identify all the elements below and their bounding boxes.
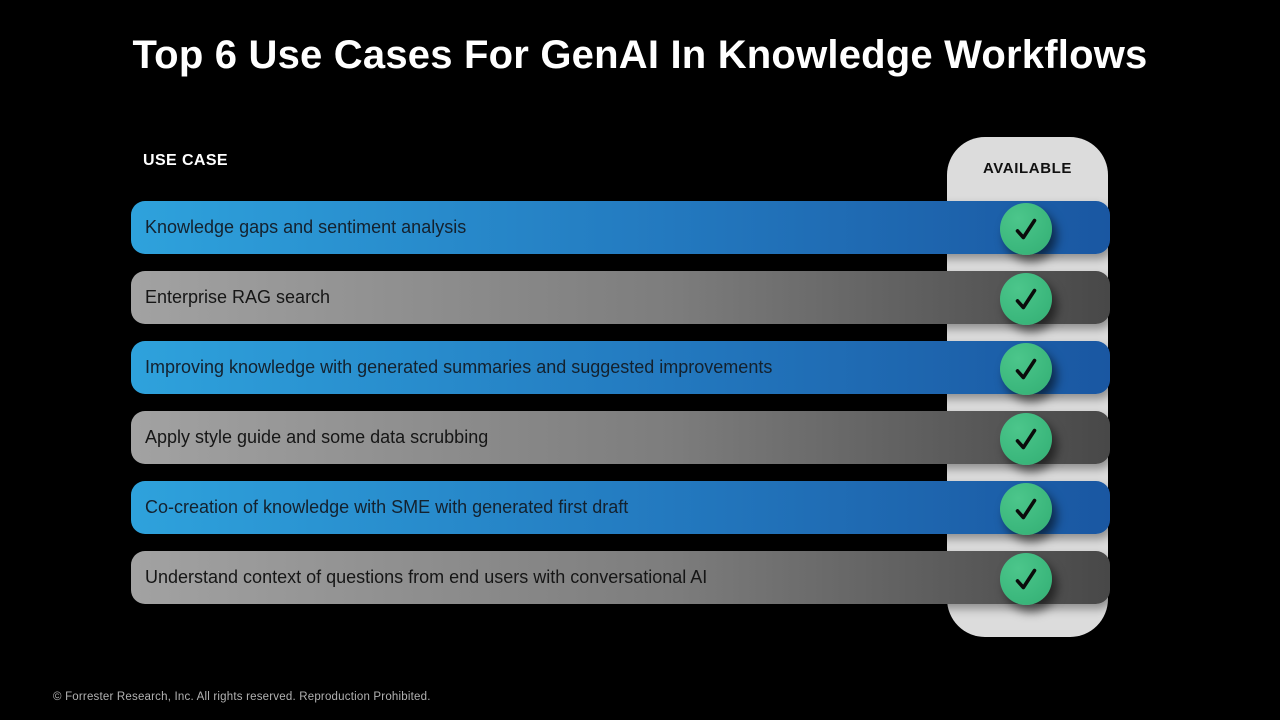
table-row: Knowledge gaps and sentiment analysis xyxy=(131,201,1110,255)
available-column-header: AVAILABLE xyxy=(982,160,1072,177)
check-icon xyxy=(1015,218,1037,240)
available-check-badge xyxy=(1000,273,1052,325)
check-icon xyxy=(1015,358,1037,380)
use-case-table: Knowledge gaps and sentiment analysis En… xyxy=(131,201,1110,605)
available-check-badge xyxy=(1000,413,1052,465)
use-case-label: Understand context of questions from end… xyxy=(145,567,708,587)
table-row: Improving knowledge with generated summa… xyxy=(131,341,1110,395)
page-title: Top 6 Use Cases For GenAI In Knowledge W… xyxy=(132,33,1148,77)
available-check-badge xyxy=(1000,553,1052,605)
table-row: Co-creation of knowledge with SME with g… xyxy=(131,481,1110,535)
available-check-badge xyxy=(1000,483,1052,535)
table-row: Understand context of questions from end… xyxy=(131,551,1110,605)
use-case-label: Knowledge gaps and sentiment analysis xyxy=(145,217,467,237)
check-icon xyxy=(1015,288,1037,310)
table-row: Apply style guide and some data scrubbin… xyxy=(131,411,1110,465)
use-case-column-header: USE CASE xyxy=(143,152,228,169)
check-icon xyxy=(1015,428,1037,450)
use-case-label: Improving knowledge with generated summa… xyxy=(145,357,773,377)
available-check-badge xyxy=(1000,203,1052,255)
available-check-badge xyxy=(1000,343,1052,395)
check-icon xyxy=(1015,498,1037,520)
use-case-label: Co-creation of knowledge with SME with g… xyxy=(145,497,629,517)
check-icon xyxy=(1015,568,1037,590)
table-row: Enterprise RAG search xyxy=(131,271,1110,325)
use-case-label: Enterprise RAG search xyxy=(145,287,331,307)
use-case-label: Apply style guide and some data scrubbin… xyxy=(145,427,489,447)
copyright-footer: © Forrester Research, Inc. All rights re… xyxy=(53,691,431,703)
